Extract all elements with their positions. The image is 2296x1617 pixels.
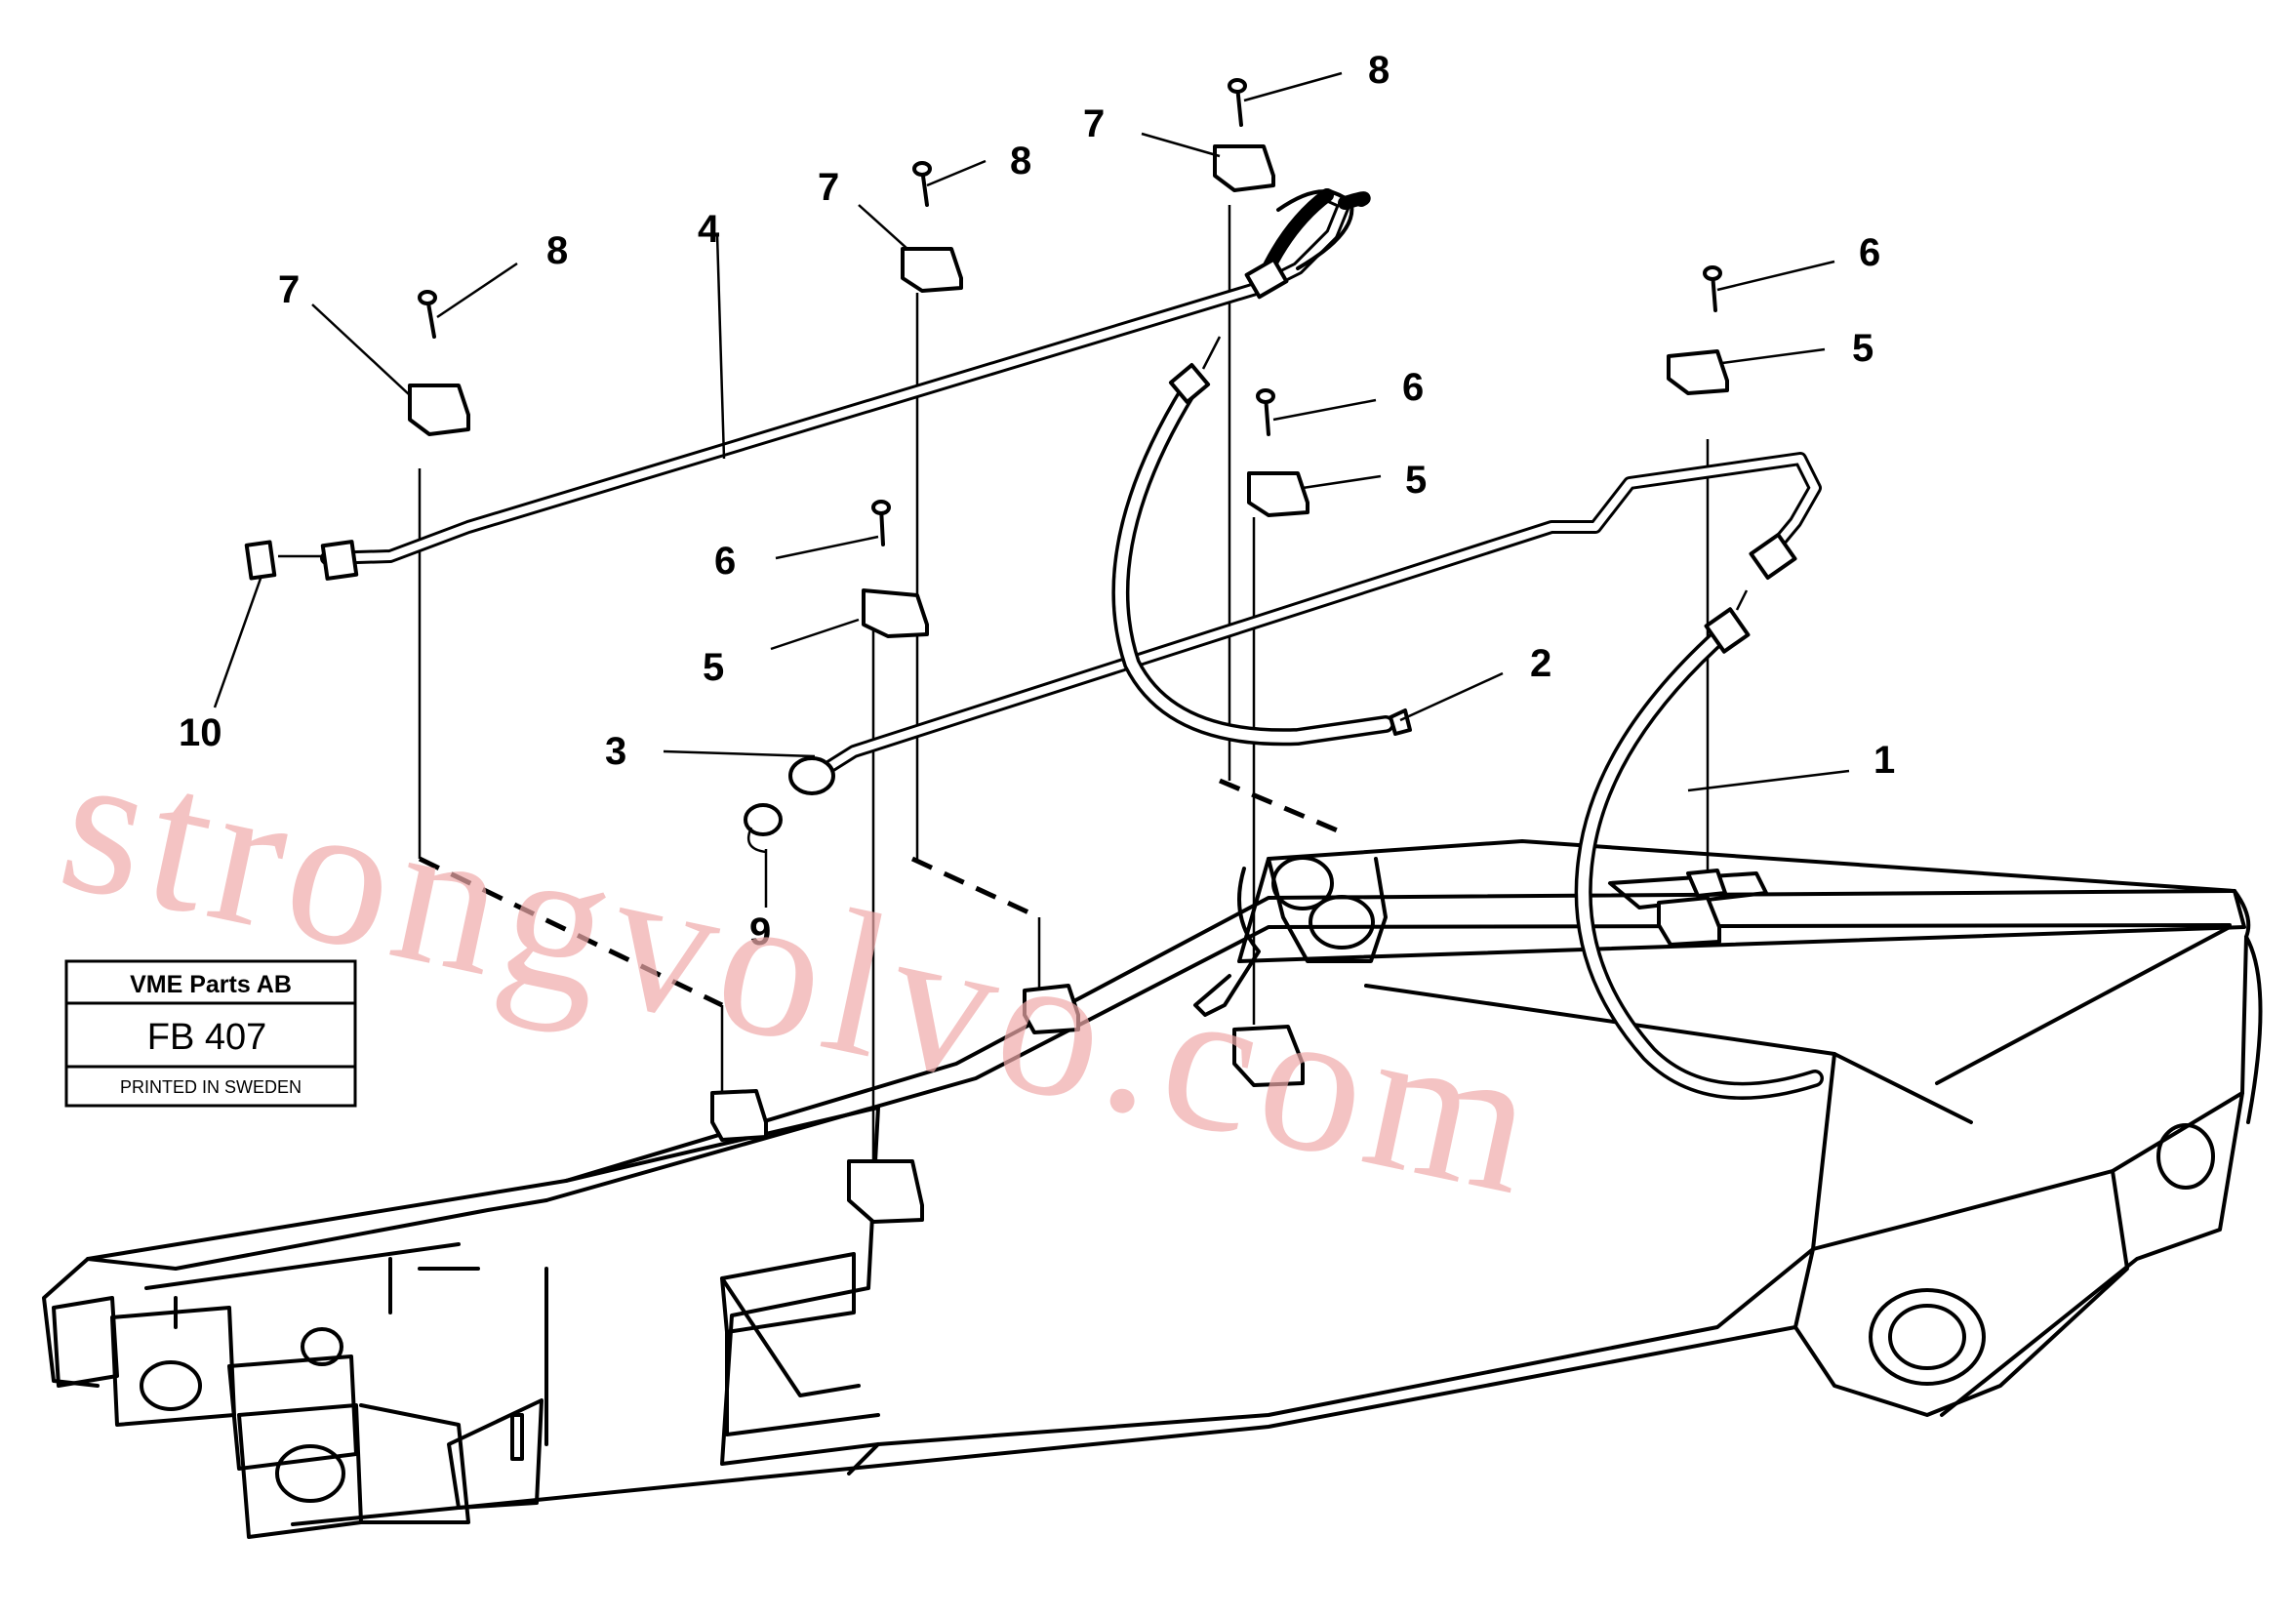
leader-lines: [213, 71, 1850, 908]
callout-8-right: 8: [1368, 49, 1390, 92]
callout-5-left: 5: [703, 646, 724, 689]
callout-6-middle: 6: [1402, 366, 1424, 409]
callout-labels: 1 2 3 4 5 5 5 6 6 6 7 7 7 8 8 8 9 10: [179, 49, 1895, 953]
callout-7-left: 7: [278, 268, 300, 311]
info-box-company: VME Parts AB: [130, 971, 292, 998]
info-box-footer: PRINTED IN SWEDEN: [120, 1077, 302, 1097]
callout-6-right: 6: [1859, 231, 1880, 274]
info-box: VME Parts AB FB 407 PRINTED IN SWEDEN: [64, 959, 357, 1108]
callout-1: 1: [1873, 739, 1895, 782]
hose-1: [1574, 621, 1824, 1100]
callout-2: 2: [1530, 642, 1551, 685]
callout-4: 4: [698, 208, 720, 251]
pipe-4: [320, 188, 1371, 565]
callout-5-middle: 5: [1405, 459, 1427, 502]
screws: [418, 78, 1722, 546]
callout-10: 10: [179, 711, 222, 754]
callout-3: 3: [605, 730, 626, 773]
clamps-lower: [710, 869, 1727, 1224]
callout-9: 9: [749, 910, 771, 953]
callout-8-left: 8: [546, 229, 568, 272]
fittings: [244, 257, 1797, 854]
callout-7-middle: 7: [818, 166, 839, 209]
pipe-3: [813, 452, 1822, 780]
callout-8-middle: 8: [1010, 140, 1031, 182]
callout-7-right: 7: [1083, 102, 1105, 145]
hose-2: [1111, 382, 1394, 747]
clamps-upper: [408, 144, 1729, 638]
callout-5-right: 5: [1852, 327, 1873, 370]
info-box-code: FB 407: [147, 1017, 267, 1058]
callout-6-left: 6: [714, 540, 736, 583]
